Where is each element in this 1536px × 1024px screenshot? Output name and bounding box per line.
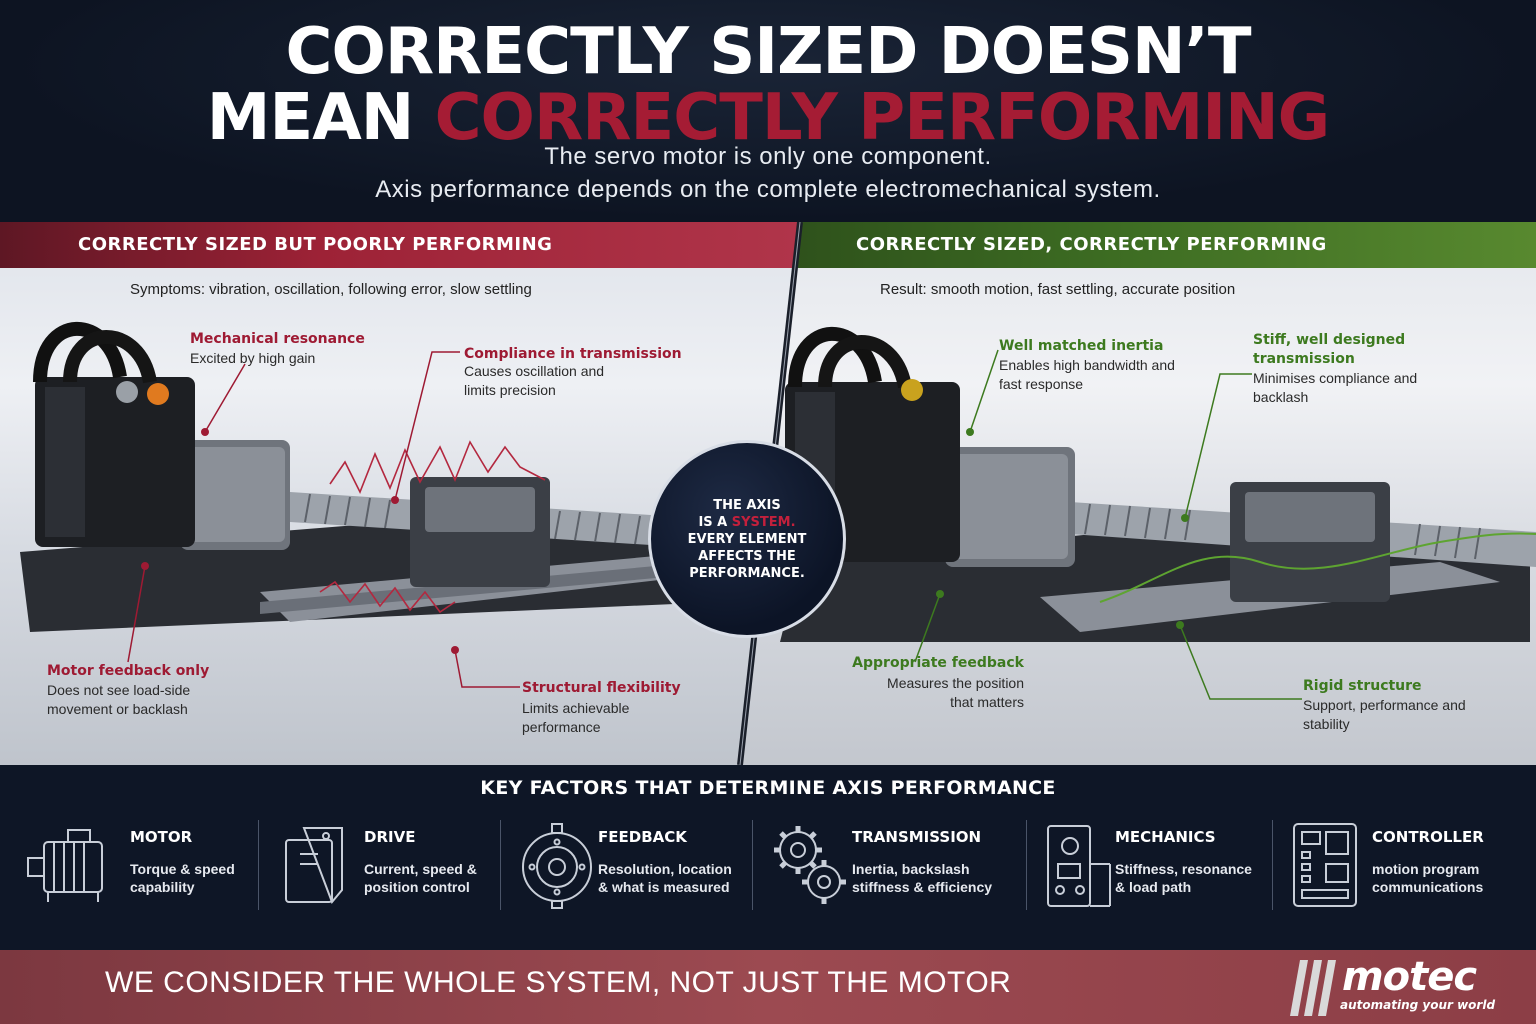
factor-desc-feedback-1: Resolution, location xyxy=(598,861,732,877)
subtitle-line2: Axis performance depends on the complete… xyxy=(375,176,1161,203)
callout-text-structural-flexibility: Limits achievable performance xyxy=(522,700,630,735)
axis-system-badge: THE AXIS IS A SYSTEM. EVERY ELEMENT AFFE… xyxy=(648,440,846,638)
factor-mechanics: MECHANICS Stiffness, resonance & load pa… xyxy=(1038,820,1268,910)
callout-title-compliance: Compliance in transmission xyxy=(464,346,682,362)
factor-desc-drive: Current, speed & position control xyxy=(364,860,477,896)
callout-title-appropriate-feedback: Appropriate feedback xyxy=(852,655,1024,671)
subtitle-line1: The servo motor is only one component. xyxy=(544,143,992,170)
symptoms-text: Symptoms: vibration, oscillation, follow… xyxy=(130,281,532,298)
factor-desc-motor-1: Torque & speed xyxy=(130,861,235,877)
factor-separator xyxy=(500,820,501,910)
callout-title-stiff-transmission: Stiff, well designed transmission xyxy=(1253,332,1406,367)
factor-desc-mechanics: Stiffness, resonance & load path xyxy=(1115,860,1252,896)
factor-feedback: FEEDBACK Resolution, location & what is … xyxy=(512,820,747,910)
callout-text-compliance: Causes oscillation and limits precision xyxy=(464,363,605,398)
callout-text-appropriate-feedback: Measures the position that matters xyxy=(887,675,1024,710)
factor-separator xyxy=(1272,820,1273,910)
factor-name-drive: DRIVE xyxy=(364,828,416,846)
motec-logo[interactable]: motec automating your world xyxy=(1290,954,1530,1020)
badge-line2: IS A SYSTEM. xyxy=(698,514,795,531)
right-panel-heading: CORRECTLY SIZED, CORRECTLY PERFORMING xyxy=(740,222,1536,268)
factor-drive: DRIVE Current, speed & position control xyxy=(272,820,497,910)
controller-icon xyxy=(1293,823,1357,907)
logo-stripes-icon xyxy=(1290,960,1336,1016)
page-title-line2: MEAN CORRECTLY PERFORMING xyxy=(0,82,1536,154)
factor-desc-motor-2: capability xyxy=(130,879,195,895)
badge-line2-accent: SYSTEM. xyxy=(731,514,796,530)
factor-desc-feedback: Resolution, location & what is measured xyxy=(598,860,732,896)
poorly-performing-axis-illustration xyxy=(20,321,760,688)
left-panel-heading: CORRECTLY SIZED BUT POORLY PERFORMING xyxy=(0,222,800,268)
page-title-line1: CORRECTLY SIZED DOESN’T xyxy=(285,15,1251,89)
factor-desc-motor: Torque & speed capability xyxy=(130,860,235,896)
result-text: Result: smooth motion, fast settling, ac… xyxy=(880,281,1236,298)
callout-title-mechanical-resonance: Mechanical resonance xyxy=(190,331,365,347)
factor-desc-transmission-2: stiffness & efficiency xyxy=(852,879,993,895)
drive-icon xyxy=(285,827,343,904)
encoder-icon xyxy=(522,823,592,909)
factor-name-transmission: TRANSMISSION xyxy=(852,828,982,846)
callout-title-motor-feedback: Motor feedback only xyxy=(47,663,210,679)
factor-name-controller: CONTROLLER xyxy=(1372,828,1484,846)
badge-line4: AFFECTS THE xyxy=(698,548,796,564)
factor-motor: MOTOR Torque & speed capability xyxy=(22,820,257,910)
header: CORRECTLY SIZED DOESN’T MEAN CORRECTLY P… xyxy=(0,0,1536,222)
key-factors-section: KEY FACTORS THAT DETERMINE AXIS PERFORMA… xyxy=(0,765,1536,950)
callout-title-matched-inertia: Well matched inertia xyxy=(999,338,1164,354)
callout-text-rigid-structure: Support, performance and stability xyxy=(1303,697,1466,732)
factor-desc-transmission-1: Inertia, backslash xyxy=(852,861,970,877)
factor-desc-controller-2: communications xyxy=(1372,879,1484,895)
callout-text-matched-inertia: Enables high bandwidth and fast response xyxy=(999,357,1175,392)
right-panel: CORRECTLY SIZED, CORRECTLY PERFORMING Re… xyxy=(740,222,1536,765)
factor-desc-transmission: Inertia, backslash stiffness & efficienc… xyxy=(852,860,992,896)
factor-name-feedback: FEEDBACK xyxy=(598,828,687,846)
factor-desc-mechanics-1: Stiffness, resonance xyxy=(1115,861,1252,877)
footer-slogan: WE CONSIDER THE WHOLE SYSTEM, NOT JUST T… xyxy=(105,966,1012,999)
factor-desc-controller-1: motion program xyxy=(1372,861,1480,877)
title-accent-part: CORRECTLY PERFORMING xyxy=(434,81,1331,155)
gears-icon xyxy=(774,826,846,904)
factor-transmission: TRANSMISSION Inertia, backslash stiffnes… xyxy=(766,820,1021,910)
factor-desc-drive-2: position control xyxy=(364,879,470,895)
callout-text-motor-feedback: Does not see load-side movement or backl… xyxy=(47,682,191,717)
bracket-icon xyxy=(1047,825,1111,907)
key-factors-title: KEY FACTORS THAT DETERMINE AXIS PERFORMA… xyxy=(480,777,1056,799)
factor-desc-mechanics-2: & load path xyxy=(1115,879,1192,895)
motor-icon xyxy=(27,829,103,902)
footer: WE CONSIDER THE WHOLE SYSTEM, NOT JUST T… xyxy=(0,950,1536,1024)
callout-text-stiff-transmission: Minimises compliance and backlash xyxy=(1253,370,1418,405)
badge-line1: THE AXIS xyxy=(713,497,781,513)
callout-title-rigid-structure: Rigid structure xyxy=(1303,678,1422,694)
badge-line2-pre: IS A xyxy=(698,514,728,530)
factor-separator xyxy=(258,820,259,910)
badge-line5: PERFORMANCE. xyxy=(689,565,805,581)
factor-separator xyxy=(752,820,753,910)
factor-desc-feedback-2: & what is measured xyxy=(598,879,730,895)
factor-separator xyxy=(1026,820,1027,910)
factor-controller: CONTROLLER motion program communications xyxy=(1288,820,1528,910)
factor-name-mechanics: MECHANICS xyxy=(1115,828,1216,846)
logo-wordmark: motec xyxy=(1342,954,1477,1000)
callout-title-structural-flexibility: Structural flexibility xyxy=(522,680,681,696)
logo-tagline: automating your world xyxy=(1340,998,1496,1012)
badge-line3: EVERY ELEMENT xyxy=(687,531,807,547)
callout-text-mechanical-resonance: Excited by high gain xyxy=(190,350,316,366)
factor-desc-drive-1: Current, speed & xyxy=(364,861,477,877)
factor-name-motor: MOTOR xyxy=(130,828,193,846)
factor-desc-controller: motion program communications xyxy=(1372,860,1483,896)
title-white-part: MEAN xyxy=(206,81,414,155)
